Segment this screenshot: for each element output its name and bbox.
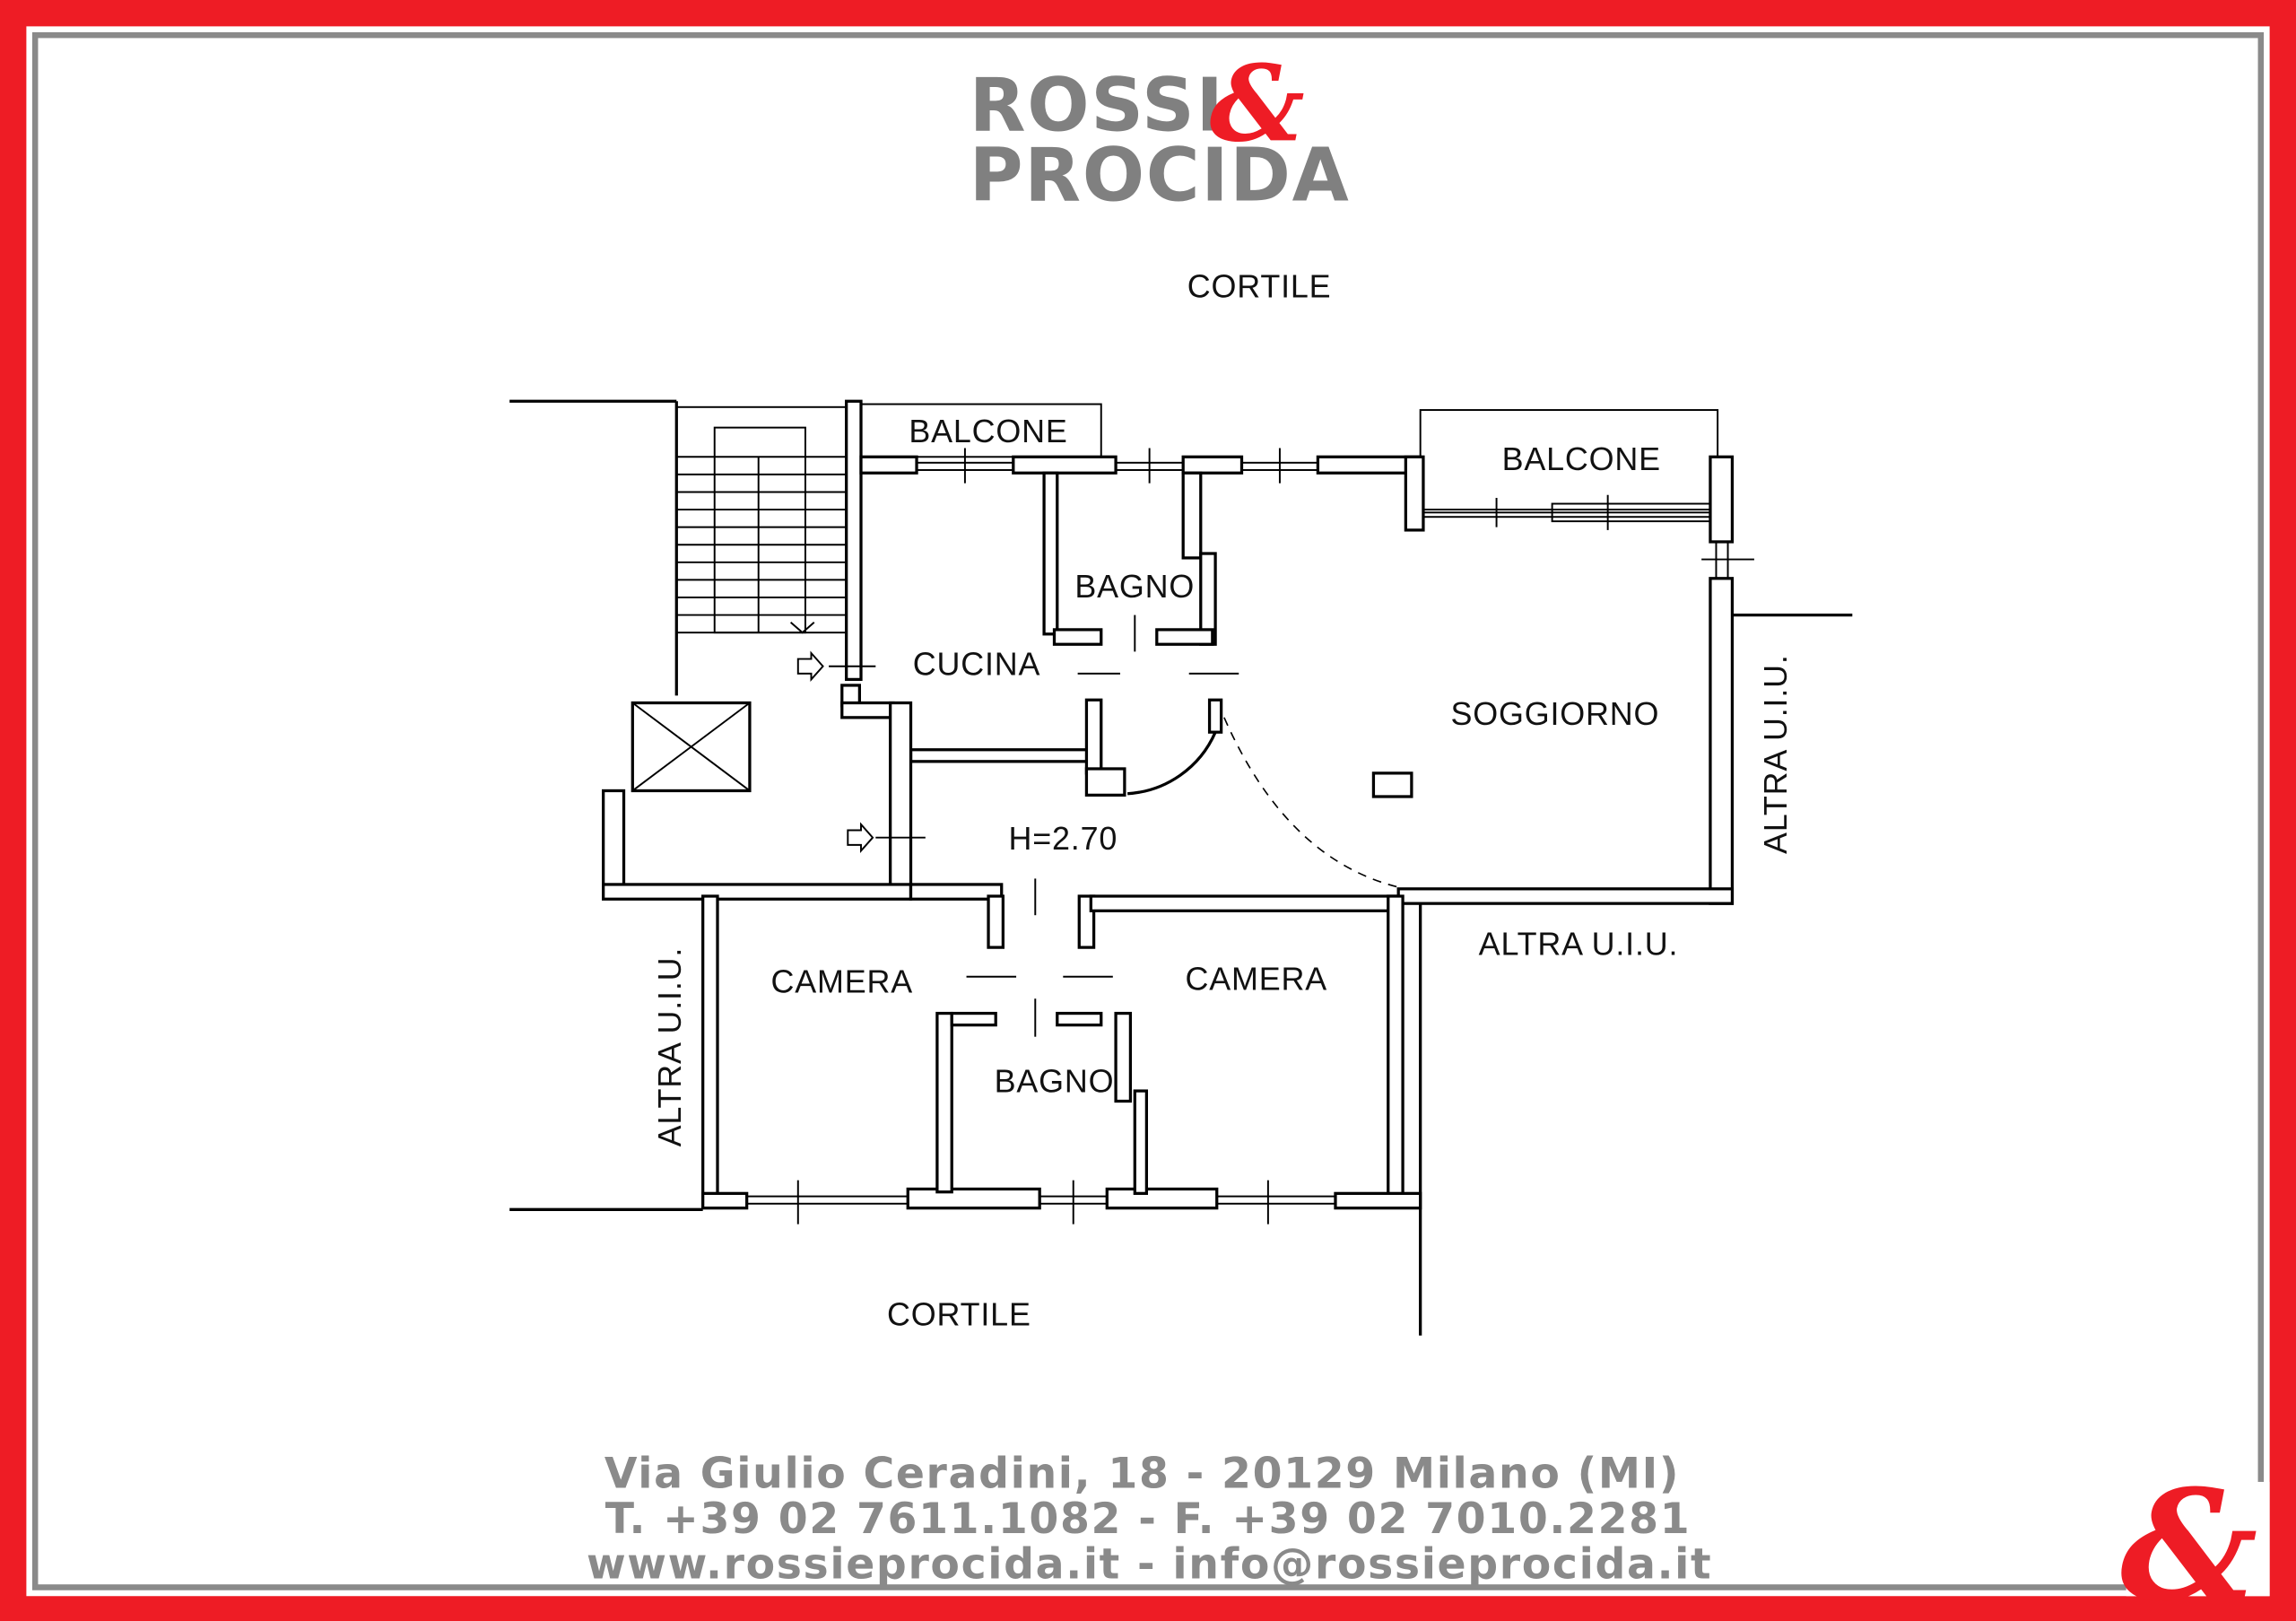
- staircase: [674, 401, 848, 696]
- label-camera-left: CAMERA: [771, 963, 914, 1000]
- label-balcone-right: BALCONE: [1502, 440, 1661, 477]
- label-bagno-bottom: BAGNO: [995, 1063, 1115, 1100]
- corner-ampersand-logo: &: [2120, 1458, 2257, 1621]
- label-cortile-bottom: CORTILE: [887, 1295, 1031, 1332]
- floor-plan: [509, 399, 1853, 1336]
- footer-phones: T. +39 02 7611.1082 - F. +39 02 7010.228…: [605, 1495, 1692, 1544]
- label-camera-right: CAMERA: [1186, 960, 1328, 997]
- label-altra-uiu-bottom-right: ALTRA U.I.U.: [1479, 925, 1679, 962]
- page-background: [26, 26, 2270, 1597]
- label-soggiorno: SOGGIORNO: [1450, 695, 1659, 732]
- label-cortile-top: CORTILE: [1187, 267, 1332, 304]
- label-balcone-left: BALCONE: [909, 413, 1067, 449]
- label-bagno-top: BAGNO: [1074, 568, 1195, 605]
- windows: [745, 448, 1754, 1224]
- footer-web[interactable]: www.rossieprocida.it - info@rossieprocid…: [587, 1540, 1712, 1590]
- elevator: [631, 701, 752, 793]
- gray-frame: [31, 31, 2265, 1590]
- label-height: H=2.70: [1008, 820, 1118, 857]
- door-swing: [1127, 731, 1217, 796]
- logo-rossi: ROSSI: [970, 63, 1225, 148]
- logo-procida: PROCIDA: [970, 134, 1351, 219]
- footer-address: Via Giulio Ceradini, 18 - 20129 Milano (…: [604, 1449, 1680, 1498]
- entrance-arrow-icon: [796, 650, 824, 682]
- label-altra-uiu-right: ALTRA U.I.U.: [1757, 654, 1794, 854]
- corner-logo-bg: [2126, 1481, 2270, 1597]
- label-cucina: CUCINA: [913, 646, 1041, 683]
- label-altra-uiu-left: ALTRA U.I.U.: [651, 947, 688, 1147]
- logo-ampersand: &: [1210, 42, 1305, 166]
- entrance-arrow-icon: [847, 822, 874, 853]
- brand-logo: ROSSI & PROCIDA: [970, 42, 1351, 219]
- column: [1371, 771, 1413, 798]
- door-swing-dashed: [1223, 717, 1406, 890]
